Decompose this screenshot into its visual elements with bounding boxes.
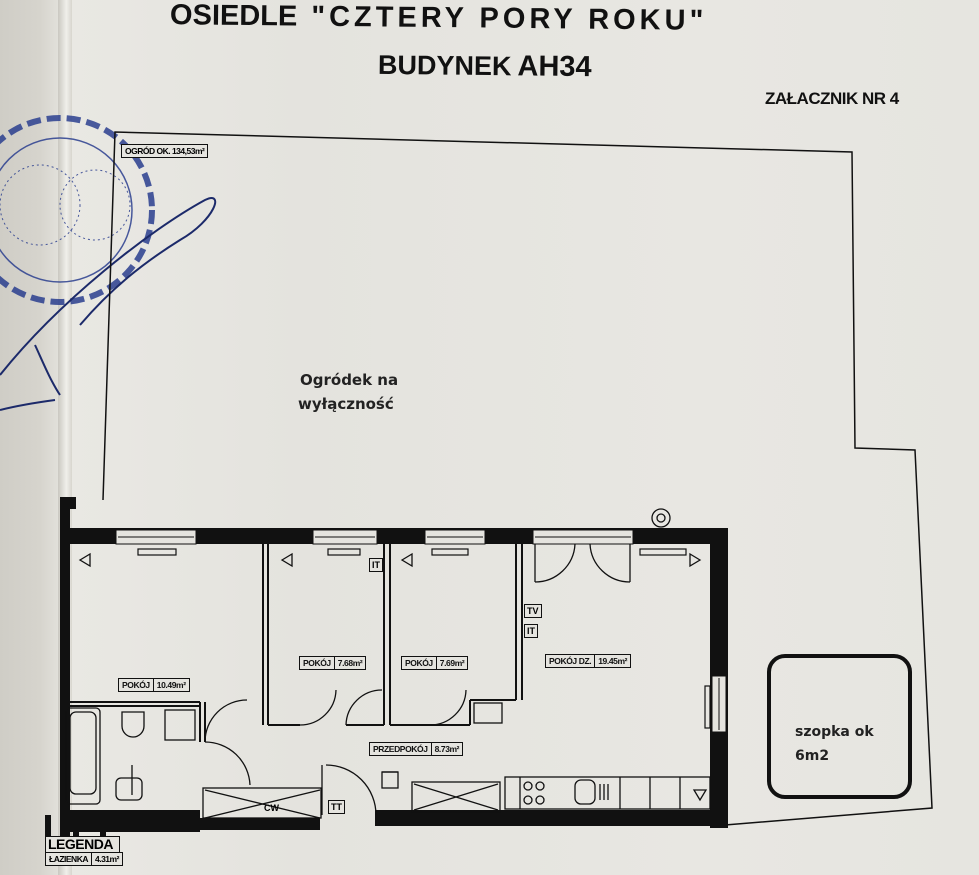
room-name: POKÓJ — [303, 658, 331, 668]
room-name: PRZEDPOKÓJ — [373, 744, 428, 754]
room-area: 7.68m² — [333, 657, 366, 669]
tv-socket-icon: TV — [524, 604, 542, 618]
tt-label: TT — [328, 800, 345, 814]
outdoor-lamp-icon — [651, 508, 671, 528]
room-area: 8.73m² — [430, 743, 463, 755]
garden-area-label: OGRÓD OK. 134,53m² — [121, 144, 209, 158]
signature-icon — [0, 197, 217, 411]
room-name: POKÓJ — [405, 658, 433, 668]
legend-hatch — [45, 815, 106, 837]
room-area: 7.69m² — [435, 657, 468, 669]
legend-item-area: 4.31m² — [90, 853, 122, 865]
garden-description-line2: wyłączność — [298, 395, 394, 413]
shed-label: szopka ok 6m2 — [795, 720, 874, 768]
garden-description-line1: Ogródek na — [300, 371, 399, 389]
bathroom-fixtures — [65, 707, 196, 805]
shed-label-line2: 6m2 — [795, 748, 830, 764]
cw-label: CW — [264, 803, 279, 813]
legend-item-name: ŁAZIENKA — [49, 854, 88, 864]
room-label-living-room: POKÓJ DZ.19.45m² — [545, 654, 632, 668]
windows — [115, 529, 727, 733]
it-socket-icon: IT — [369, 558, 383, 572]
garden-outline — [102, 131, 933, 826]
light-outlet-icons — [78, 552, 708, 802]
it-socket-icon-2: IT — [524, 624, 538, 638]
room-name: POKÓJ — [122, 680, 150, 690]
kitchen-counter — [381, 771, 711, 810]
room-name: POKÓJ DZ. — [549, 656, 592, 666]
shed-outline — [767, 654, 912, 799]
radiators — [137, 548, 711, 729]
room-area: 19.45m² — [594, 655, 630, 667]
interior-walls — [68, 544, 523, 742]
room-area: 10.49m² — [152, 679, 189, 691]
shed-label-line1: szopka ok — [795, 724, 874, 740]
official-stamp-icon — [0, 115, 155, 305]
garden-description: Ogródek na wyłączność — [298, 368, 399, 416]
wardrobes — [202, 702, 503, 819]
legend-title: LEGENDA — [45, 836, 120, 853]
door-swings — [204, 543, 631, 816]
annex-label: ZAŁACZNIK NR 4 — [765, 89, 899, 108]
